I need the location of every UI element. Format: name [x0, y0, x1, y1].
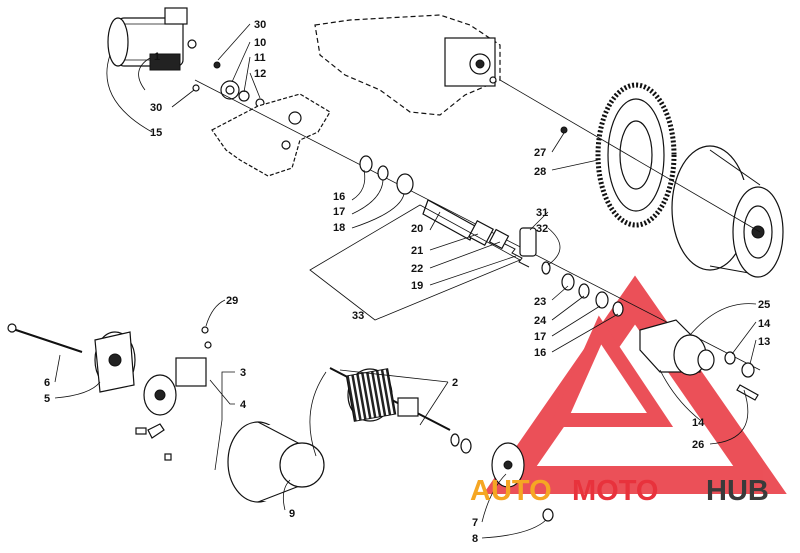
- callout-14-lower: 14: [692, 417, 705, 429]
- nuts-13-14: [724, 351, 759, 401]
- callout-30-top: 30: [254, 19, 266, 31]
- callout-8: 8: [472, 533, 478, 545]
- callout-6: 6: [44, 377, 50, 389]
- callout-15: 15: [150, 127, 162, 139]
- callout-16-upper: 16: [333, 191, 345, 203]
- callout-7: 7: [472, 517, 478, 529]
- callout-19: 19: [411, 280, 423, 292]
- callout-12: 12: [254, 68, 266, 80]
- callout-17-lower: 17: [534, 331, 546, 343]
- callout-labels: 30 10 11 12 1 30 15 16 17 18 20 21 22 19…: [44, 19, 771, 545]
- bushing-31-32: [519, 227, 551, 275]
- callout-18: 18: [333, 222, 345, 234]
- mounting-bracket: [211, 93, 331, 177]
- callout-1: 1: [154, 51, 160, 63]
- callout-9: 9: [289, 508, 295, 520]
- field-housing: [227, 421, 325, 503]
- watermark-hub: HUB: [706, 475, 769, 507]
- callout-21: 21: [411, 245, 423, 257]
- through-bolt: [9, 327, 83, 353]
- callout-16-lower: 16: [534, 347, 546, 359]
- washers-lower: [561, 273, 624, 317]
- callout-27: 27: [534, 147, 546, 159]
- callout-20: 20: [411, 223, 423, 235]
- engine-block: [314, 14, 501, 116]
- drive-end-housing: [639, 319, 715, 376]
- callout-10: 10: [254, 37, 266, 49]
- callout-4: 4: [240, 399, 247, 411]
- callout-33: 33: [352, 310, 364, 322]
- callout-22: 22: [411, 263, 423, 275]
- callout-24: 24: [534, 315, 547, 327]
- callout-3: 3: [240, 367, 246, 379]
- watermark-text: AUTO MOTO HUB: [470, 475, 769, 507]
- washers-upper: [359, 155, 414, 195]
- callout-14-upper: 14: [758, 318, 771, 330]
- callout-26: 26: [692, 439, 704, 451]
- commutator-end-plate: [491, 442, 554, 522]
- ring-gear: [560, 82, 677, 228]
- callout-11: 11: [254, 52, 266, 64]
- callout-17-upper: 17: [333, 206, 345, 218]
- callout-31: 31: [536, 207, 548, 219]
- callout-2: 2: [452, 377, 458, 389]
- brush-plate: [143, 326, 212, 416]
- callout-28: 28: [534, 166, 546, 178]
- callout-29: 29: [226, 295, 238, 307]
- bolt-head: [7, 323, 17, 333]
- flywheel-clutch: [671, 145, 784, 278]
- starter-motor-top: [107, 7, 200, 92]
- bendix-drive: [422, 199, 530, 268]
- callout-32: 32: [536, 223, 548, 235]
- small-clips: [135, 423, 172, 461]
- armature: [329, 367, 451, 431]
- flywheel-axis-line: [499, 79, 761, 233]
- watermark-auto: AUTO: [470, 475, 552, 507]
- end-cap: [94, 331, 136, 393]
- callout-25: 25: [758, 299, 770, 311]
- watermark-moto: MOTO: [572, 475, 658, 507]
- leader-lines: [54, 23, 757, 539]
- watermark-logo: [483, 275, 787, 494]
- washers-armature: [450, 433, 472, 454]
- callout-13: 13: [758, 336, 770, 348]
- callout-30-left: 30: [150, 102, 162, 114]
- callout-5: 5: [44, 393, 50, 405]
- callout-23: 23: [534, 296, 546, 308]
